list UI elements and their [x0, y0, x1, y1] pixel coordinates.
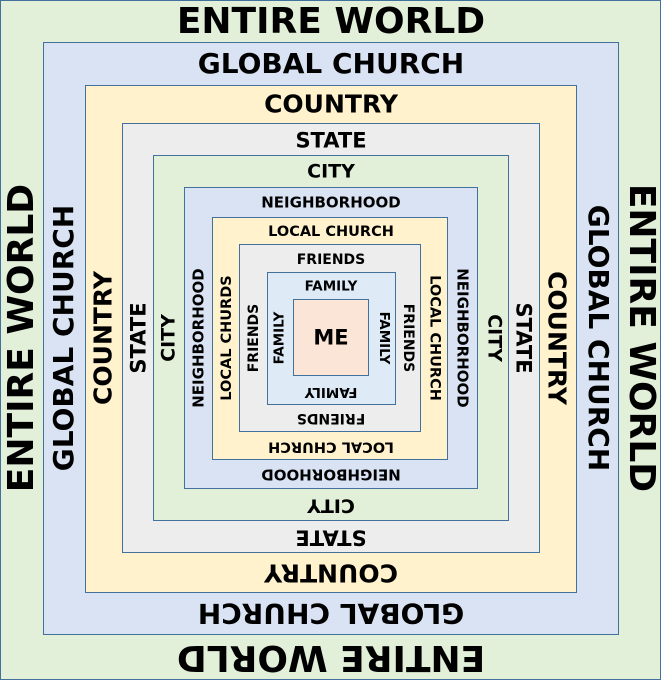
neighborhood-label-right: NEIGHBORHOOD [453, 268, 472, 408]
city-label-top: CITY [307, 160, 355, 183]
state-label-right: STATE [511, 302, 536, 374]
state-label-bottom: STATE [295, 525, 367, 550]
state-label-left: STATE [126, 302, 151, 374]
entire-world-label-top: ENTIRE WORLD [176, 1, 486, 42]
friends-label-right: FRIENDS [400, 303, 416, 373]
family-label-right: FAMILY [375, 311, 392, 365]
country-label-left: COUNTRY [88, 271, 118, 405]
family-label-top: FAMILY [304, 278, 358, 295]
me-label: ME [313, 325, 349, 350]
state-label-top: STATE [295, 128, 367, 153]
city-label-bottom: CITY [307, 494, 355, 517]
entire-world-label-bottom: ENTIRE WORLD [176, 637, 486, 678]
city-label-left: CITY [157, 314, 180, 362]
friends-label-bottom: FRIENDS [296, 410, 366, 426]
city-label-right: CITY [483, 314, 506, 362]
global-church-label-right: GLOBAL CHURCH [582, 204, 615, 472]
friends-label-left: FRIENDS [246, 303, 262, 373]
entire-world-label-right: ENTIRE WORLD [621, 183, 661, 493]
neighborhood-label-left: NEIGHBORHOOD [189, 268, 208, 408]
family-label-bottom: FAMILY [304, 383, 358, 400]
global-church-label-left: GLOBAL CHURCH [47, 204, 80, 472]
country-label-top: COUNTRY [264, 89, 398, 119]
friends-label-top: FRIENDS [296, 252, 366, 268]
neighborhood-label-bottom: NEIGHBORHOOD [261, 465, 401, 484]
local-church-label-top: LOCAL CHURCH [268, 223, 394, 240]
family-label-left: FAMILY [271, 311, 288, 365]
country-label-right: COUNTRY [542, 271, 572, 405]
country-label-bottom: COUNTRY [264, 558, 398, 588]
local-church-label-left: LOCAL CHURDS [218, 275, 235, 401]
global-church-label-bottom: GLOBAL CHURCH [197, 597, 465, 630]
local-church-label-right: LOCAL CHURCH [426, 275, 443, 401]
global-church-label-top: GLOBAL CHURCH [197, 47, 465, 80]
me-box [293, 299, 369, 376]
entire-world-label-left: ENTIRE WORLD [1, 183, 42, 493]
neighborhood-label-top: NEIGHBORHOOD [261, 193, 401, 212]
local-church-label-bottom: LOCAL CHURCH [268, 438, 394, 455]
